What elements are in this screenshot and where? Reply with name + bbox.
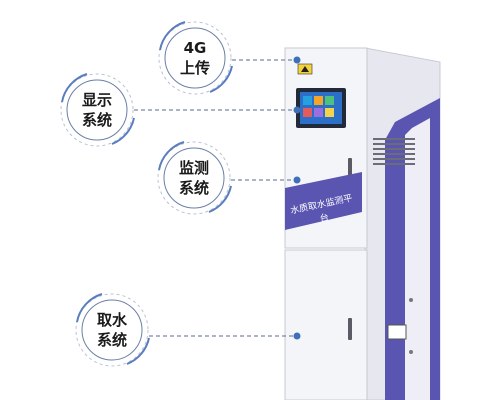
callout-water-intake-system-line1: 取水 <box>96 311 127 329</box>
connector-dot-1 <box>293 56 301 64</box>
callout-monitoring-system-line1: 监测 <box>178 159 209 177</box>
screen-tiles <box>303 96 334 117</box>
connector-dot-4 <box>293 332 301 340</box>
callout-water-intake-system-line2: 系统 <box>96 331 127 349</box>
cabinet-front-band <box>285 172 362 230</box>
callout-ring-2 <box>60 73 135 147</box>
cabinet-vents <box>373 138 415 165</box>
callout-monitoring-system: 监测 系统 <box>154 158 234 198</box>
callout-display-system-line2: 系统 <box>81 111 112 129</box>
connector-lines <box>134 59 296 337</box>
callout-display-system: 显示 系统 <box>57 90 137 130</box>
cabinet-front-lower <box>284 249 368 400</box>
connector-dots <box>293 56 301 340</box>
cabinet-side-stripe-inner <box>405 118 430 400</box>
callout-ring-4 <box>75 293 150 367</box>
cabinet <box>284 47 441 400</box>
lower-door-handle <box>348 318 352 340</box>
cabinet-side-handle <box>387 324 407 340</box>
callout-4g-upload-line2: 上传 <box>179 59 210 77</box>
callout-ring-1 <box>158 21 233 95</box>
callout-ring-3 <box>157 141 232 215</box>
callout-display-system-line1: 显示 <box>81 91 112 109</box>
callout-monitoring-system-line2: 系统 <box>178 179 209 197</box>
connector-dot-3 <box>293 176 301 184</box>
callout-4g-upload: 4G 上传 <box>155 38 235 78</box>
connector-dot-2 <box>293 106 301 114</box>
callout-water-intake-system: 取水 系统 <box>72 310 152 350</box>
callout-4g-upload-line1: 4G <box>183 39 207 57</box>
